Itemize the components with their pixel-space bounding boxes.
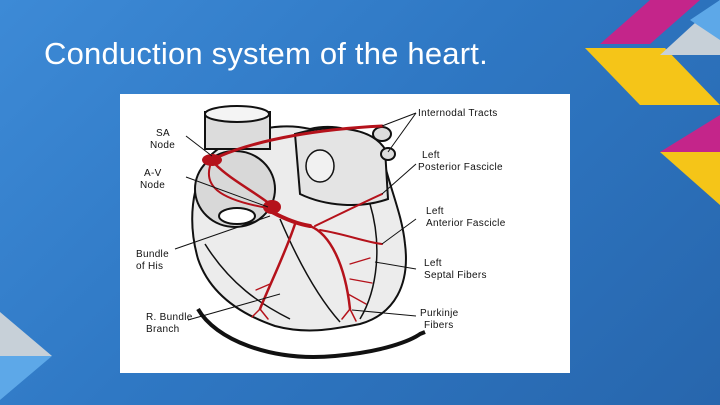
deco-yellow-triangle-right	[660, 152, 720, 205]
label-r-bundle: R. Bundle	[146, 312, 193, 323]
label-internodal: Internodal Tracts	[418, 108, 498, 119]
label-r-bundle-2: Branch	[146, 324, 180, 335]
label-av-node: A-V	[144, 168, 162, 179]
tricuspid-ring	[306, 150, 334, 182]
label-purkinje: Purkinje	[420, 308, 459, 319]
aorta-opening	[205, 106, 269, 122]
label-left-anterior: Left	[426, 206, 444, 217]
label-left-posterior-2: Posterior Fascicle	[418, 162, 503, 173]
label-left-anterior-2: Anterior Fascicle	[426, 218, 506, 229]
label-bundle-his-2: of His	[136, 261, 163, 272]
deco-blue-triangle-left	[0, 356, 52, 400]
label-left-posterior: Left	[422, 150, 440, 161]
coronary-sinus	[219, 208, 255, 224]
label-left-septal: Left	[424, 258, 442, 269]
heart-diagram: SA Node A-V Node Bundle of His R. Bundle…	[120, 94, 570, 373]
label-bundle-his: Bundle	[136, 249, 169, 260]
label-purkinje-2: Fibers	[424, 320, 454, 331]
pulmonary-vein-lower	[381, 148, 395, 160]
label-left-septal-2: Septal Fibers	[424, 270, 487, 281]
pulmonary-vein	[373, 127, 391, 141]
heart-illustration: SA Node A-V Node Bundle of His R. Bundle…	[120, 94, 570, 373]
deco-yellow-arrow	[585, 48, 720, 105]
label-sa-node-2: Node	[150, 140, 175, 151]
deco-gray-triangle-left	[0, 312, 52, 356]
label-av-node-2: Node	[140, 180, 165, 191]
label-sa-node: SA	[156, 128, 170, 139]
slide-title: Conduction system of the heart.	[44, 36, 488, 72]
